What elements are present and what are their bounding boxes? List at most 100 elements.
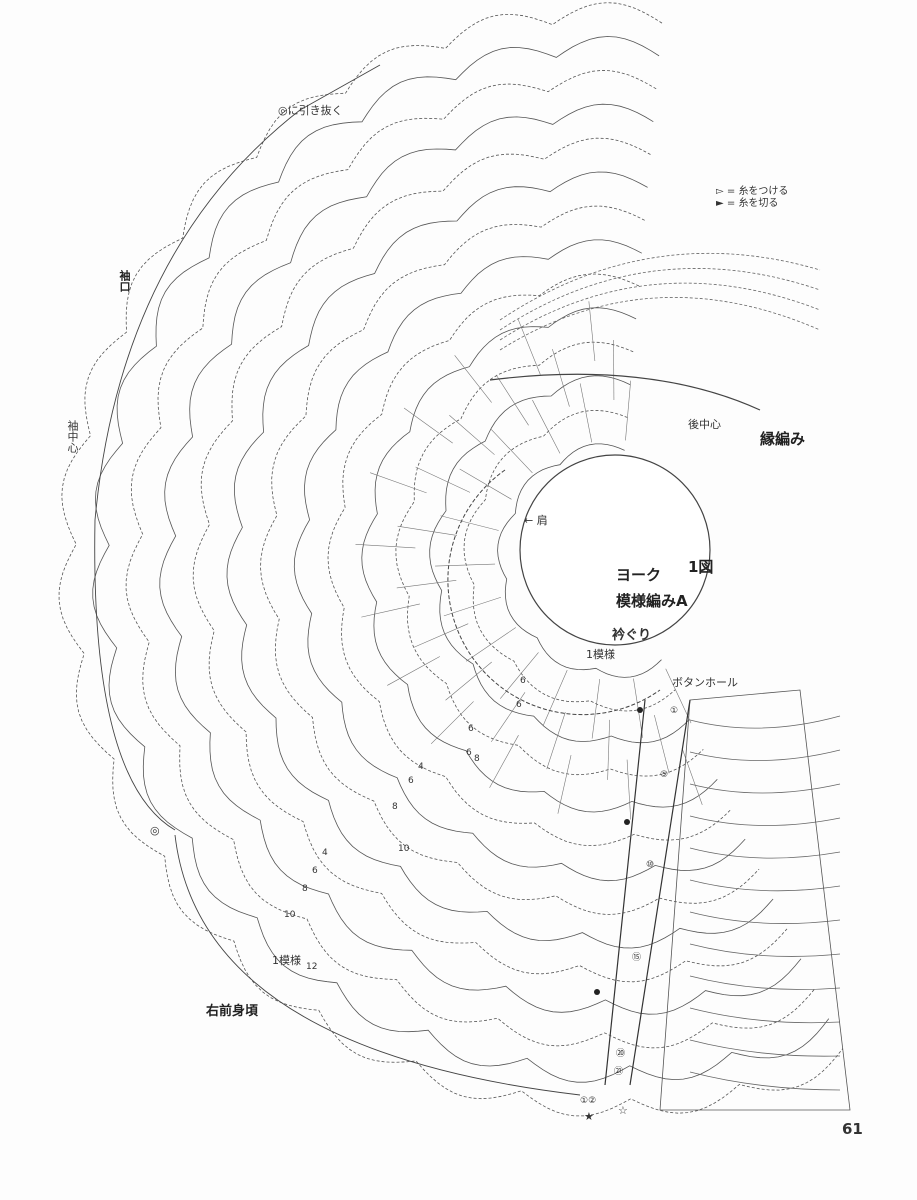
yoke-round	[226, 171, 774, 949]
fan-stitch	[546, 712, 566, 770]
cuff-guide-curve	[94, 109, 301, 831]
button-band-edge	[604, 699, 646, 1086]
yoke-round	[92, 36, 830, 1083]
round-number: 6	[408, 776, 414, 786]
front-panel-row	[689, 815, 841, 826]
fan-stitch	[607, 719, 610, 780]
start-marks: ①②	[580, 1096, 597, 1106]
front-panel-row	[689, 783, 841, 794]
buttonhole-label: ボタンホール	[672, 676, 738, 689]
fan-stitch	[665, 668, 692, 724]
buttonhole-icon	[624, 819, 630, 825]
legend-attach-yarn: ▻ = 糸をつける	[716, 186, 788, 198]
round-number: 8	[392, 802, 398, 812]
yoke-round	[463, 409, 676, 712]
edging-row	[499, 252, 821, 321]
fan-stitch	[588, 301, 596, 362]
fan-stitch	[396, 580, 457, 589]
fan-stitch	[387, 656, 440, 686]
fan-stitch	[490, 692, 526, 743]
fan-stitch	[449, 414, 495, 455]
fan-stitch	[654, 715, 670, 774]
round-number: 4	[418, 762, 424, 772]
fan-stitch	[490, 429, 533, 474]
row-marker: ⑮	[632, 953, 642, 963]
round-number: 12	[306, 962, 318, 972]
front-guide-curve	[174, 834, 581, 1096]
fan-stitch	[557, 755, 572, 814]
yoke-round	[192, 137, 788, 983]
yoke-round	[361, 307, 718, 813]
edging-row	[499, 268, 821, 331]
front-panel-row	[689, 749, 841, 761]
fan-stitch	[403, 407, 453, 444]
yoke-label: ヨーク	[616, 566, 662, 584]
front-panel-row	[689, 1039, 841, 1057]
fan-stitch	[543, 669, 568, 726]
one-repeat-top-label: 1模様	[586, 648, 615, 661]
fan-stitch	[454, 355, 492, 403]
filled-triangle-icon: ► =	[716, 198, 736, 209]
button-band-edge	[629, 699, 691, 1086]
round-number: 8	[302, 884, 308, 894]
yoke-round	[327, 273, 732, 847]
fan-stitch	[517, 318, 541, 375]
buttonhole-icon	[637, 707, 643, 713]
fan-stitch	[413, 623, 469, 648]
row-marker: ⑳	[616, 1049, 626, 1059]
fan-stitch	[626, 759, 631, 820]
shoulder-text: 肩	[536, 514, 548, 527]
row-marker: ⑤	[660, 770, 669, 780]
yoke-round	[497, 443, 662, 678]
fan-stitch	[397, 525, 457, 536]
round-number: 8	[474, 754, 480, 764]
ring-mark: ◎	[150, 824, 160, 837]
row-marker: ①	[670, 706, 679, 716]
front-panel-row	[689, 879, 841, 892]
buttonhole-icon	[594, 989, 600, 995]
front-panel-row	[689, 715, 841, 729]
fan-stitch	[591, 678, 601, 739]
fan-stitch	[361, 603, 420, 618]
fan-stitch	[443, 596, 502, 617]
cuff-label: 袖口	[118, 270, 131, 292]
legend-text: 糸を切る	[738, 198, 779, 209]
back-center-label: 後中心	[688, 418, 721, 431]
front-panel-row	[689, 847, 841, 859]
legend-text: 糸をつける	[738, 186, 789, 197]
front-panel-row	[689, 1071, 841, 1091]
round-number: 6	[468, 724, 474, 734]
yoke-round	[395, 341, 704, 777]
round-number: 10	[284, 910, 296, 920]
yoke-round	[159, 103, 802, 1015]
neckline-opening	[519, 454, 711, 646]
round-number: 6	[516, 700, 522, 710]
star-open-icon: ☆	[618, 1104, 628, 1117]
yoke-round	[429, 375, 690, 744]
round-number: 6	[520, 676, 526, 686]
legend: ▻ = 糸をつける ► = 糸を切る	[716, 186, 788, 210]
fan-stitch	[681, 748, 703, 806]
sleeve-center-label: 袖中心	[66, 420, 79, 453]
fan-stitch	[466, 627, 516, 662]
figure-label: 1図	[688, 558, 714, 576]
fan-stitch	[495, 374, 529, 426]
slip-stitch-label: ◎に引き抜く	[278, 104, 343, 117]
neckline-edge	[447, 469, 661, 716]
left-front-outline	[659, 689, 851, 1111]
yoke-round	[293, 239, 746, 882]
edging-row	[499, 282, 821, 341]
fan-stitch	[435, 563, 496, 567]
round-number: 10	[398, 844, 410, 854]
yoke-round	[58, 2, 844, 1117]
right-front-label: 右前身頃	[206, 1004, 259, 1019]
edging-label: 縁編み	[760, 430, 806, 448]
fan-stitch	[369, 472, 427, 494]
fan-stitch	[552, 349, 570, 407]
row-marker: ⑩	[646, 860, 655, 870]
front-panel-row	[689, 943, 841, 957]
fan-stitch	[355, 544, 416, 549]
one-repeat-bottom-label: 1模様	[272, 954, 301, 967]
